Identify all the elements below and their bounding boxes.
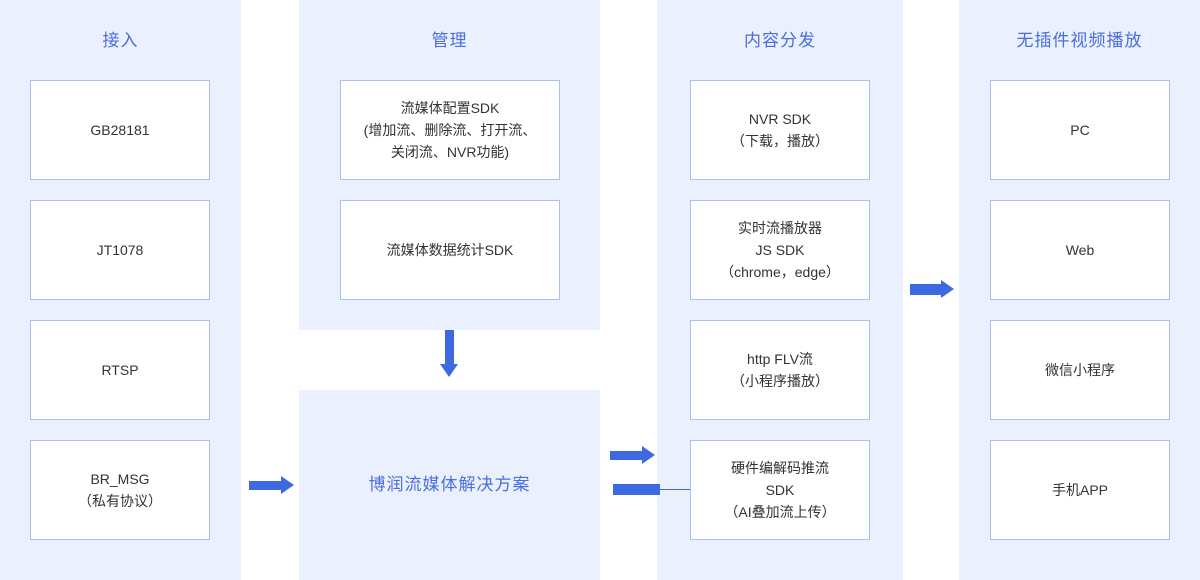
box-line: （私有协议）: [78, 493, 162, 509]
box-line: （小程序播放）: [731, 373, 829, 389]
box-line: 手机APP: [1051, 482, 1108, 498]
box-line: 实时流播放器: [737, 220, 822, 236]
playback-box-web[interactable]: Web: [990, 200, 1170, 300]
arrow-access-to-solution-head: [281, 476, 294, 494]
box-line: http FLV流: [747, 351, 813, 367]
solution-label: 博润流媒体解决方案: [368, 475, 531, 494]
arrow-management-to-solution-head: [440, 364, 458, 377]
box-line: JT1078: [96, 242, 144, 258]
arrow-solution-to-distribution-shaft: [610, 451, 643, 460]
box-line: （AI叠加流上传）: [724, 504, 836, 520]
box-line: RTSP: [101, 362, 139, 378]
access-box-rtsp[interactable]: RTSP: [30, 320, 210, 420]
arrow-distribution-to-playback-head: [941, 280, 954, 298]
box-line: 关闭流、NVR功能): [390, 144, 510, 160]
access-box-gb28181[interactable]: GB28181: [30, 80, 210, 180]
box-line: SDK: [765, 482, 795, 498]
access-box-br-msg[interactable]: BR_MSG （私有协议）: [30, 440, 210, 540]
arrow-distribution-to-solution-shaft: [613, 484, 660, 495]
box-line: 微信小程序: [1045, 362, 1115, 378]
box-line: (增加流、删除流、打开流、: [363, 122, 537, 138]
column-title-distribution: 内容分发: [744, 31, 816, 50]
playback-box-pc[interactable]: PC: [990, 80, 1170, 180]
box-line: 流媒体配置SDK: [400, 100, 500, 116]
arrow-distribution-to-solution-line: [640, 489, 690, 490]
distribution-box-hw-codec-push[interactable]: 硬件编解码推流 SDK （AI叠加流上传）: [690, 440, 870, 540]
access-box-jt1078[interactable]: JT1078: [30, 200, 210, 300]
arrow-access-to-solution-shaft: [249, 481, 282, 490]
distribution-box-nvr-sdk[interactable]: NVR SDK （下载，播放）: [690, 80, 870, 180]
playback-box-mobile-app[interactable]: 手机APP: [990, 440, 1170, 540]
box-line: Web: [1065, 242, 1095, 258]
arrow-management-to-solution-shaft: [445, 330, 454, 365]
column-title-playback: 无插件视频播放: [1016, 31, 1143, 50]
box-line: 流媒体数据统计SDK: [386, 242, 514, 258]
column-title-access: 接入: [102, 31, 139, 50]
management-box-config-sdk[interactable]: 流媒体配置SDK (增加流、删除流、打开流、 关闭流、NVR功能): [340, 80, 560, 180]
box-line: （下载，播放）: [731, 133, 829, 149]
box-line: （chrome，edge）: [720, 264, 840, 280]
column-title-management: 管理: [431, 31, 468, 50]
box-line: PC: [1070, 122, 1090, 138]
arrow-distribution-to-playback-shaft: [910, 284, 943, 295]
management-box-stats-sdk[interactable]: 流媒体数据统计SDK: [340, 200, 560, 300]
distribution-box-js-sdk[interactable]: 实时流播放器 JS SDK （chrome，edge）: [690, 200, 870, 300]
box-line: BR_MSG: [90, 471, 150, 487]
arrow-solution-to-distribution-head: [642, 446, 655, 464]
playback-box-wechat-miniprogram[interactable]: 微信小程序: [990, 320, 1170, 420]
box-line: GB28181: [90, 122, 150, 138]
box-line: NVR SDK: [748, 111, 812, 127]
distribution-box-http-flv[interactable]: http FLV流 （小程序播放）: [690, 320, 870, 420]
box-line: 硬件编解码推流: [730, 460, 829, 476]
column-panel-management-bottom: [299, 390, 600, 580]
box-line: JS SDK: [755, 242, 805, 258]
